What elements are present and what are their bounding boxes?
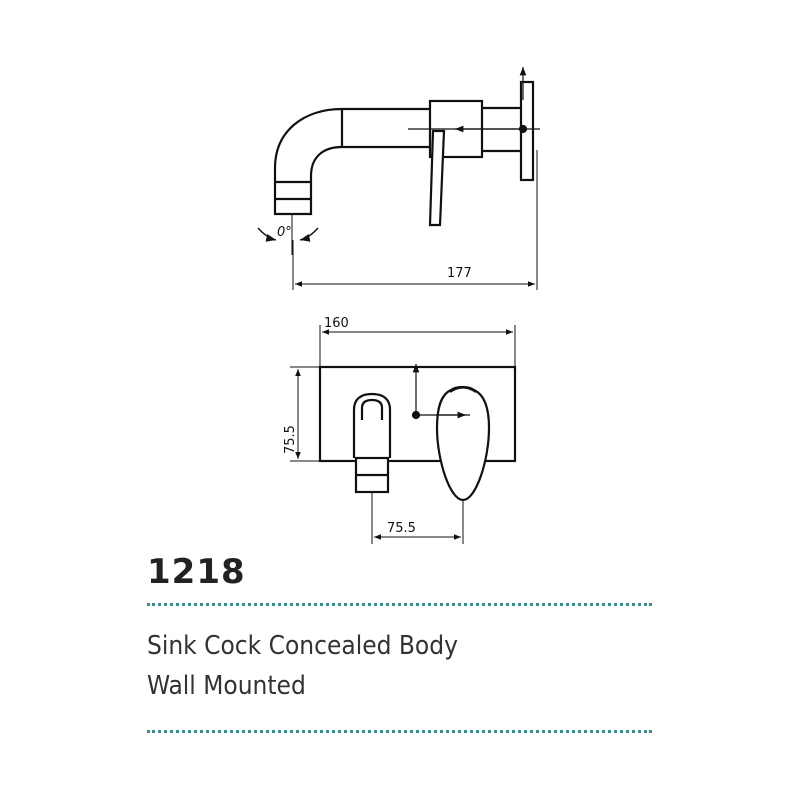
lever-handle: [428, 129, 446, 227]
lever-front: [435, 385, 491, 502]
dim-177-label: 177: [447, 266, 472, 281]
dim-160: [319, 325, 516, 367]
dotted-divider-top: [147, 603, 652, 606]
dim-height: [290, 366, 320, 462]
technical-drawing: 0° 177 160 75.5: [257, 67, 540, 544]
spout: [273, 107, 430, 216]
front-view: [318, 364, 517, 502]
dotted-divider-bottom: [147, 730, 652, 733]
dim-160-label: 160: [324, 316, 349, 331]
product-code: 1218: [147, 552, 246, 592]
description-line-2: Wall Mounted: [147, 671, 306, 701]
side-view: [257, 67, 540, 255]
description-line-1: Sink Cock Concealed Body: [147, 631, 458, 661]
spout-front: [352, 392, 392, 458]
dim-spacing-label: 75.5: [387, 521, 416, 536]
dim-spacing: [371, 492, 464, 544]
product-description: Sink Cock Concealed Body Wall Mounted: [147, 626, 458, 706]
dim-height-label: 75.5: [283, 425, 298, 454]
angle-label: 0°: [277, 225, 292, 240]
dim-177: [292, 150, 538, 290]
